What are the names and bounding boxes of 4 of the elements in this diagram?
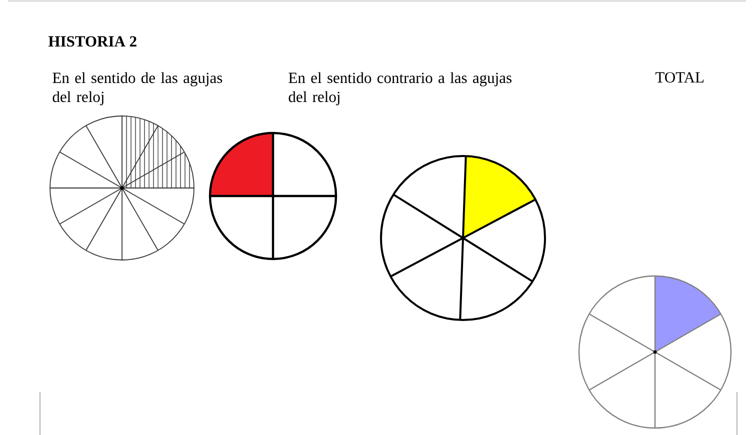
caption: TOTAL [655, 72, 704, 83]
caption: En el sentido contrario a las agujas del reloj [288, 72, 512, 106]
title: HISTORIA 2 [48, 36, 136, 47]
caption: En el sentido de las agujas del reloj [52, 72, 222, 106]
